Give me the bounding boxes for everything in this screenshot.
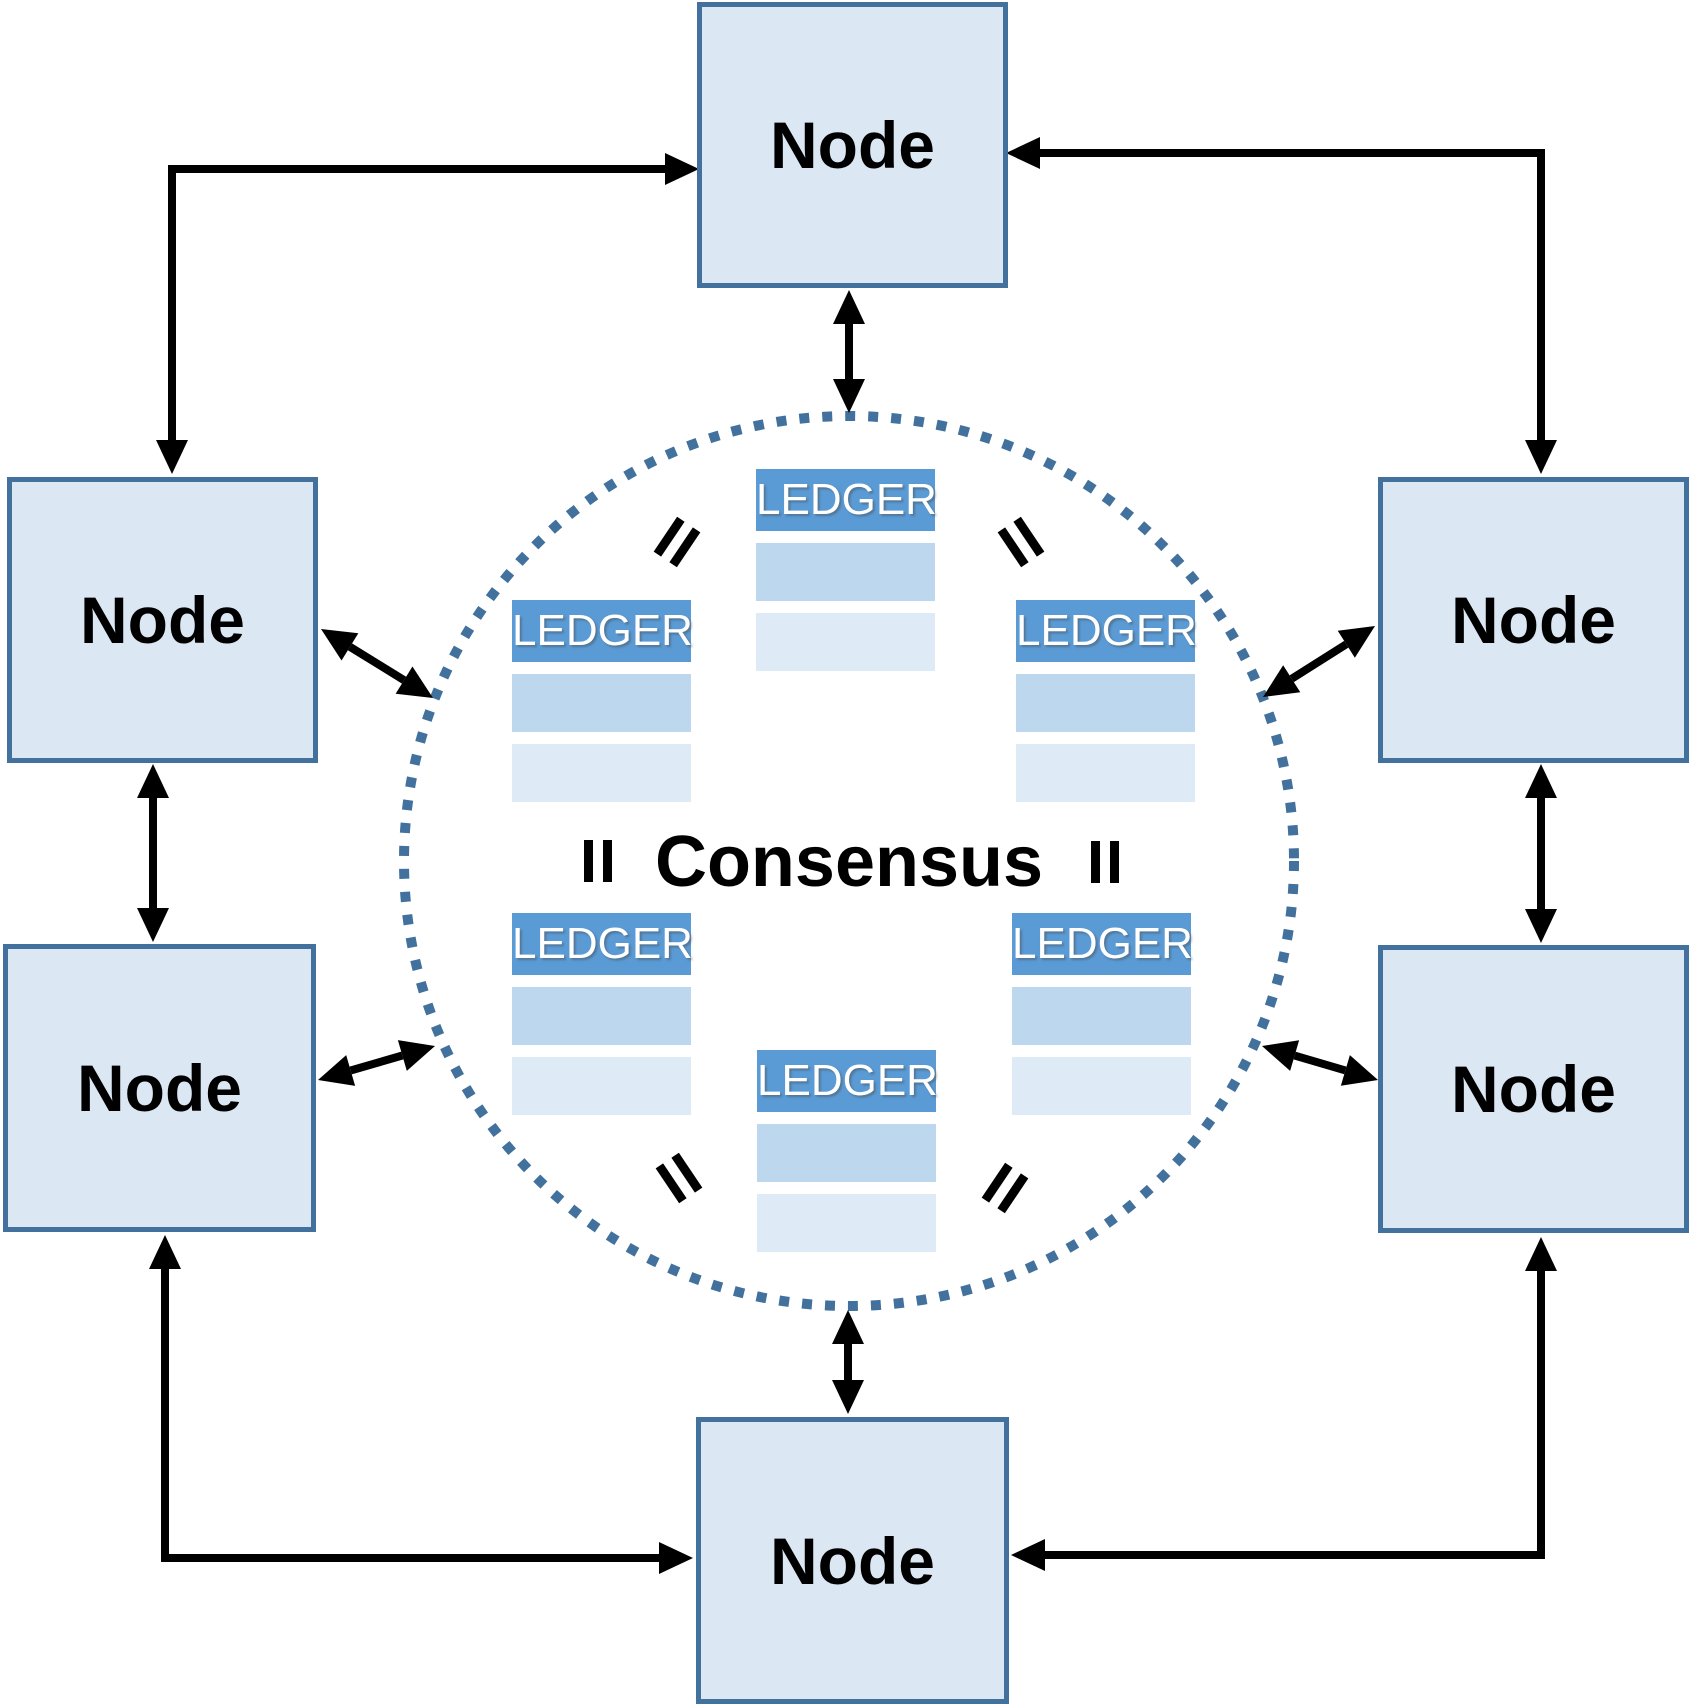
arrow-elbow-bottom-left-head-0 (149, 1235, 181, 1269)
arrow-elbow-bottom-left-line (161, 1269, 659, 1562)
arrow-top-node-circle-head-0 (833, 290, 865, 324)
arrow-right-upper-lower-head-1 (1525, 909, 1557, 943)
ledger-row (512, 674, 691, 732)
ledger-header: LEDGER (756, 469, 937, 531)
ledger-header: LEDGER (512, 913, 693, 975)
ledger-header: LEDGER (1016, 600, 1197, 662)
arrow-left-upper-circle-head-0 (321, 629, 359, 661)
ledger-row (756, 613, 935, 671)
node-label: Node (1451, 1052, 1616, 1126)
arrow-elbow-bottom-right (1011, 1237, 1557, 1571)
arrow-elbow-bottom-right-head-0 (1525, 1237, 1557, 1271)
arrow-bottom-node-circle-head-1 (832, 1380, 864, 1414)
ledger-row (512, 1057, 691, 1115)
arrow-elbow-bottom-right-line (1045, 1271, 1545, 1559)
equals-bar (1110, 841, 1119, 883)
arrow-elbow-top-left-head-1 (156, 440, 188, 474)
arrow-left-upper-lower-head-1 (137, 908, 169, 942)
node-label: Node (80, 583, 245, 657)
ledger-table-mid-left: LEDGER (512, 600, 693, 802)
arrow-right-upper-circle (1263, 626, 1375, 697)
arrows-group (137, 137, 1557, 1574)
ledger-header: LEDGER (757, 1050, 938, 1112)
arrow-right-upper-circle-line (1289, 640, 1349, 683)
arrow-right-lower-circle-line (1293, 1051, 1347, 1075)
node-box-right-upper: Node (1378, 477, 1689, 763)
arrow-top-node-circle (833, 290, 865, 413)
arrow-left-lower-circle-line (349, 1051, 404, 1075)
arrow-left-upper-lower-head-0 (137, 764, 169, 798)
node-label: Node (770, 108, 935, 182)
arrow-left-upper-lower (137, 764, 169, 942)
arrow-left-lower-circle-head-0 (318, 1055, 356, 1086)
ledger-row (757, 1124, 936, 1182)
ledger-table-bottom-center: LEDGER (757, 1050, 938, 1252)
ledger-header: LEDGER (512, 600, 693, 662)
node-box-left-lower: Node (3, 944, 316, 1232)
arrow-bottom-node-circle (832, 1310, 864, 1414)
consensus-label: Consensus (654, 822, 1044, 902)
node-box-top: Node (697, 2, 1008, 288)
node-label: Node (77, 1051, 242, 1125)
arrow-right-lower-circle-head-0 (1340, 1055, 1378, 1086)
equals-bar (584, 840, 593, 882)
ledger-table-lower-right: LEDGER (1012, 913, 1193, 1115)
ledger-table-lower-left: LEDGER (512, 913, 693, 1115)
ledger-table-mid-right: LEDGER (1016, 600, 1197, 802)
ledger-row (1012, 987, 1191, 1045)
arrow-right-lower-circle-head-1 (1262, 1040, 1300, 1071)
arrow-elbow-top-right (1006, 137, 1557, 474)
arrow-elbow-top-right-line (1040, 149, 1545, 440)
arrow-right-upper-circle-head-0 (1337, 626, 1375, 658)
equals-icon (1091, 841, 1119, 883)
consensus-dotted-circle (399, 411, 1299, 1311)
arrow-elbow-bottom-left-head-1 (659, 1542, 693, 1574)
equals-bar (1091, 841, 1100, 883)
equals-bar (603, 840, 612, 882)
ledger-header: LEDGER (1012, 913, 1193, 975)
arrow-top-node-circle-head-1 (833, 379, 865, 413)
ledger-row (512, 744, 691, 802)
arrow-elbow-top-left-line (168, 165, 665, 440)
arrow-elbow-bottom-left (149, 1235, 693, 1574)
ledger-row (1016, 744, 1195, 802)
arrow-elbow-bottom-right-head-1 (1011, 1539, 1045, 1571)
node-box-bottom: Node (696, 1417, 1009, 1704)
arrow-elbow-top-left (156, 153, 699, 474)
arrow-left-upper-circle-line (347, 643, 407, 684)
node-label: Node (1451, 583, 1616, 657)
arrow-left-upper-circle (321, 629, 433, 698)
arrow-left-lower-circle-head-1 (397, 1040, 435, 1071)
arrow-elbow-top-left-head-0 (665, 153, 699, 185)
ledger-row (512, 987, 691, 1045)
node-box-left-upper: Node (7, 477, 318, 763)
arrow-elbow-top-right-head-1 (1525, 440, 1557, 474)
arrow-left-lower-circle (318, 1040, 435, 1086)
arrow-right-upper-lower (1525, 764, 1557, 943)
arrow-left-upper-circle-head-1 (395, 666, 433, 698)
ledger-row (756, 543, 935, 601)
arrow-right-upper-lower-head-0 (1525, 764, 1557, 798)
ledger-row (1012, 1057, 1191, 1115)
ledger-row (1016, 674, 1195, 732)
equals-icon (584, 840, 612, 882)
node-label: Node (770, 1523, 935, 1598)
ledger-table-top-center: LEDGER (756, 469, 937, 671)
arrow-elbow-top-right-head-0 (1006, 137, 1040, 169)
arrow-right-upper-circle-head-1 (1263, 665, 1301, 697)
arrow-bottom-node-circle-head-0 (832, 1310, 864, 1344)
node-box-right-lower: Node (1378, 945, 1689, 1233)
arrow-right-lower-circle (1262, 1040, 1378, 1086)
ledger-row (757, 1194, 936, 1252)
